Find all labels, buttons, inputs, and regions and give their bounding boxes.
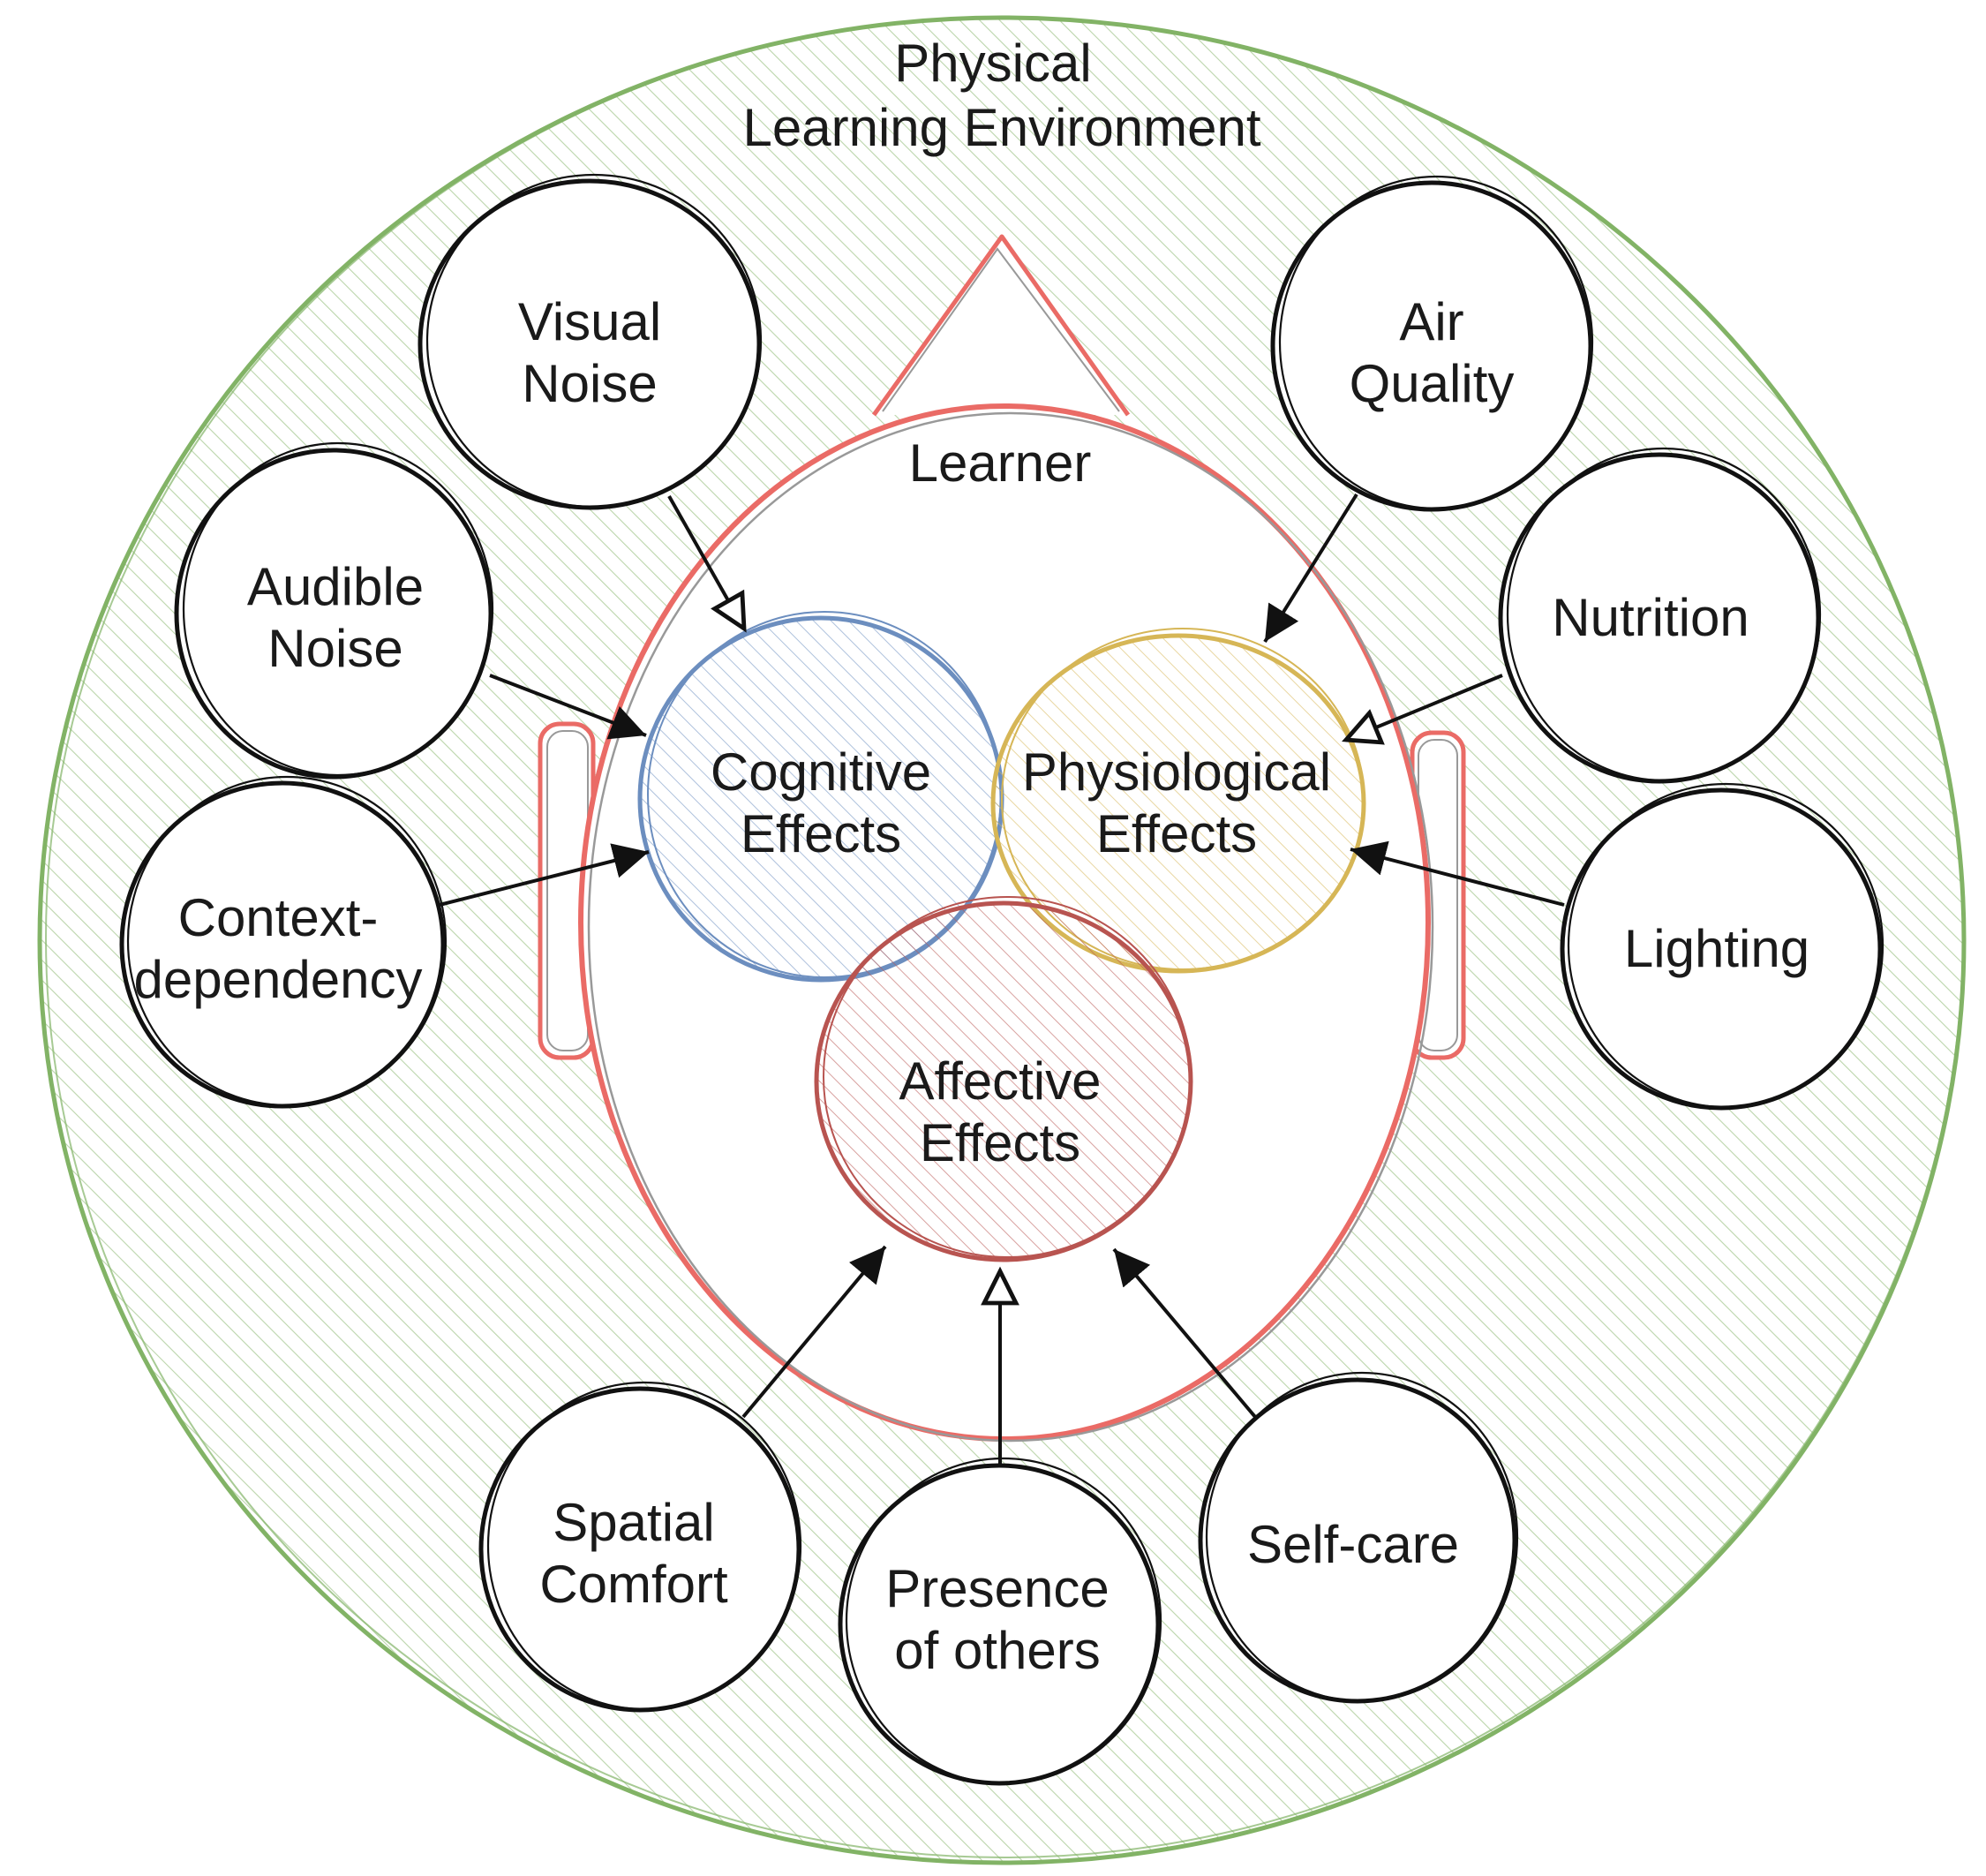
- arrow-audible-to-cognitive: [489, 674, 647, 740]
- visual-noise-line2: Noise: [522, 354, 657, 413]
- audible-noise-line2: Noise: [267, 619, 402, 678]
- physiological-effects-line1: Physiological: [1022, 742, 1331, 802]
- visual-noise-line1: Visual: [518, 292, 661, 351]
- arrow-nutrition-to-physiological: [1342, 674, 1503, 745]
- nutrition-node: [1498, 447, 1822, 784]
- cognitive-effects-node: [637, 611, 1004, 983]
- arrow-visual-to-cognitive: [667, 495, 747, 633]
- cognitive-effects-line1: Cognitive: [711, 742, 931, 802]
- audible-noise-line1: Audible: [247, 557, 424, 616]
- arrow-selfcare-to-affective: [1112, 1247, 1257, 1419]
- physiological-effects-line2: Effects: [1096, 804, 1257, 863]
- presence-of-others-line2: of others: [894, 1621, 1100, 1680]
- affective-effects-line1: Affective: [899, 1051, 1101, 1111]
- self-care-node: [1198, 1371, 1519, 1704]
- spatial-comfort-line2: Comfort: [539, 1555, 728, 1614]
- nutrition-line1: Nutrition: [1552, 588, 1749, 647]
- arrow-air-to-physiological: [1263, 493, 1358, 644]
- environment-title-line1: Physical: [894, 34, 1091, 93]
- visual-noise-node: [418, 173, 763, 510]
- air-quality-node: [1270, 175, 1594, 512]
- context-dependency-line2: dependency: [134, 950, 423, 1009]
- affective-effects-line2: Effects: [920, 1113, 1080, 1172]
- lighting-line1: Lighting: [1624, 919, 1809, 978]
- context-dependency-node: [119, 775, 448, 1109]
- arrow-lighting-to-physiological: [1350, 840, 1565, 907]
- spatial-comfort-line1: Spatial: [553, 1493, 714, 1552]
- affective-effects-node: [814, 896, 1193, 1262]
- cognitive-effects-line2: Effects: [741, 804, 901, 863]
- arrow-context-to-cognitive: [439, 843, 650, 907]
- air-quality-line2: Quality: [1350, 354, 1515, 413]
- self-care-line1: Self-care: [1247, 1515, 1459, 1574]
- environment-title-line2: Learning Environment: [742, 98, 1260, 157]
- learner-label: Learner: [909, 433, 1092, 493]
- spatial-comfort-node: [478, 1381, 802, 1713]
- lighting-node: [1560, 782, 1884, 1111]
- physiological-effects-node: [990, 628, 1366, 974]
- context-dependency-line1: Context-: [178, 888, 379, 947]
- arrow-spatial-to-affective: [741, 1245, 887, 1419]
- audible-noise-node: [174, 441, 494, 780]
- air-quality-line1: Air: [1399, 292, 1463, 351]
- presence-of-others-line1: Presence: [885, 1559, 1109, 1618]
